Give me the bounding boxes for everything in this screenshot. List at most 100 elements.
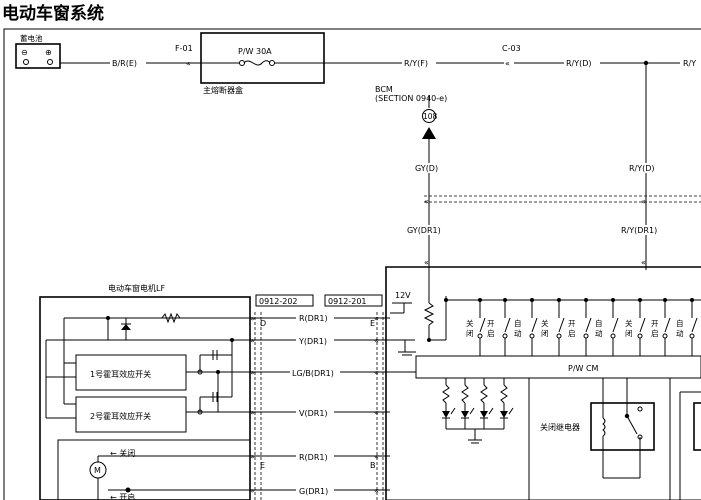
switch-blade-icon [558, 317, 565, 333]
resistor-motor-icon [161, 312, 181, 324]
switch-terminal [477, 333, 483, 339]
chevron-icon: « [374, 368, 379, 377]
label-bg [290, 367, 340, 378]
wire-label-ry-d: R/Y(D) [566, 59, 592, 68]
led-resistor-icon [500, 384, 508, 404]
relay-contact-a [637, 406, 643, 412]
resistor-icon [423, 302, 435, 326]
relay-coil-icon [602, 417, 606, 437]
switch-label-7b: 启 [651, 328, 659, 338]
connector-f01-label: F-01 [175, 44, 193, 53]
label-bg [406, 225, 448, 235]
led-light-icon [488, 407, 494, 415]
switch-label-3a: 关 [541, 318, 549, 328]
led-icon [461, 411, 469, 418]
relay-box [590, 402, 655, 451]
chevron-icon: » [250, 336, 255, 345]
switch-terminal [556, 333, 562, 339]
chevron-icon: « [374, 408, 379, 417]
led-resistor-icon [461, 384, 469, 404]
switch-terminal [637, 333, 643, 339]
chevron-icon: » [250, 486, 255, 495]
switch-label-0b: 闭 [466, 329, 474, 338]
bcm-ref: 108 [423, 112, 438, 121]
wire-label-g-dr1: G(DR1) [299, 487, 328, 496]
switch-label-5b: 动 [595, 328, 603, 338]
connector-mark-gy-1: « [424, 197, 429, 206]
motor-icon-label: M [94, 466, 101, 475]
wire-label-ry-d2: R/Y(D) [629, 164, 655, 173]
motor-unit-title: 电动车窗电机LF [108, 283, 165, 293]
switch-label-8b: 动 [676, 328, 684, 338]
wire-label-ry-dr1: R/Y(DR1) [621, 226, 657, 235]
motor-close-label: ← 关闭 [110, 448, 135, 458]
wire-label-lgb-dr1: LG/B(DR1) [292, 369, 334, 378]
switch-array: 关 闭 开 启 自 动 关 闭 开 启 自 动 关 闭 开 启 自 动 [466, 298, 698, 356]
battery-terminal-pos [47, 59, 53, 65]
chevron-icon: » [250, 314, 255, 323]
wire-label-y-dr1: Y(DR1) [298, 337, 327, 346]
hall-switch-2-label: 2号霍耳效应开关 [90, 411, 151, 421]
label-bg [296, 451, 334, 462]
chevron-icon: « [374, 336, 379, 345]
led-icon [442, 411, 450, 418]
led-icon [480, 411, 488, 418]
pwcm-module-frame [385, 266, 701, 500]
connector-c03-label: C-03 [502, 44, 521, 53]
terminal [197, 409, 203, 415]
switch-label-3b: 闭 [541, 329, 549, 338]
connector-mark-ry-1: « [641, 197, 646, 206]
switch-label-6a: 关 [625, 318, 633, 328]
fuse-terminal-right [269, 60, 275, 66]
battery-box [15, 43, 61, 69]
diagram-title: 电动车窗系统 [2, 3, 104, 24]
switch-terminal [583, 333, 589, 339]
switch-label-1a: 开 [487, 319, 495, 328]
wire-label-gy-dr1: GY(DR1) [407, 226, 441, 235]
junction-dot [125, 487, 131, 493]
battery-terminal-neg [23, 59, 29, 65]
pin-e: E [370, 319, 375, 328]
switch-label-8a: 自 [676, 318, 684, 328]
pin-b: B [370, 461, 376, 470]
chevron-icon: « [374, 486, 379, 495]
bcm-section: (SECTION 0940-e) [375, 94, 447, 103]
fuse-terminal-left [239, 60, 245, 66]
harness-tag-right [324, 294, 383, 307]
led-light-icon [450, 407, 456, 415]
fuse-label: P/W 30A [238, 47, 272, 56]
switch-blade-icon [479, 317, 486, 333]
label-bg [504, 58, 514, 68]
voltage-label: 12V [395, 291, 411, 300]
fuse-box-label: 主熔断器盒 [203, 85, 243, 95]
led-array [442, 378, 514, 429]
led-light-icon [508, 407, 514, 415]
bcm-ref-circle [422, 109, 436, 123]
motor-open-label: ← 开启 [110, 492, 135, 500]
relay-label: 关闭继电器 [540, 422, 580, 432]
led-icon [500, 411, 508, 418]
relay-box-2 [693, 402, 701, 451]
pwcm-label: P/W CM [568, 364, 599, 373]
chevron-icon: « [374, 314, 379, 323]
label-bg [564, 58, 600, 68]
switch-label-0a: 关 [466, 318, 474, 328]
battery-positive-icon: ⊕ [45, 48, 52, 57]
switch-label-2b: 动 [514, 328, 522, 338]
harness-right-label: 0912-201 [328, 297, 367, 306]
harness-left-label: 0912-202 [259, 297, 298, 306]
led-resistor-icon [480, 384, 488, 404]
hall-switch-1-label: 1号霍耳效应开关 [90, 369, 151, 379]
switch-label-2a: 自 [514, 318, 522, 328]
chevron-icon: » [250, 452, 255, 461]
battery-negative-icon: ⊖ [21, 48, 28, 57]
label-bg [296, 407, 334, 418]
battery-label: 蓄电池 [20, 33, 43, 43]
bcm-label: BCM [375, 85, 393, 94]
label-bg [620, 225, 664, 235]
hall-switch-2 [75, 396, 187, 433]
label-bg [414, 163, 444, 173]
switch-blade-icon [612, 317, 619, 333]
switch-terminal [502, 333, 508, 339]
